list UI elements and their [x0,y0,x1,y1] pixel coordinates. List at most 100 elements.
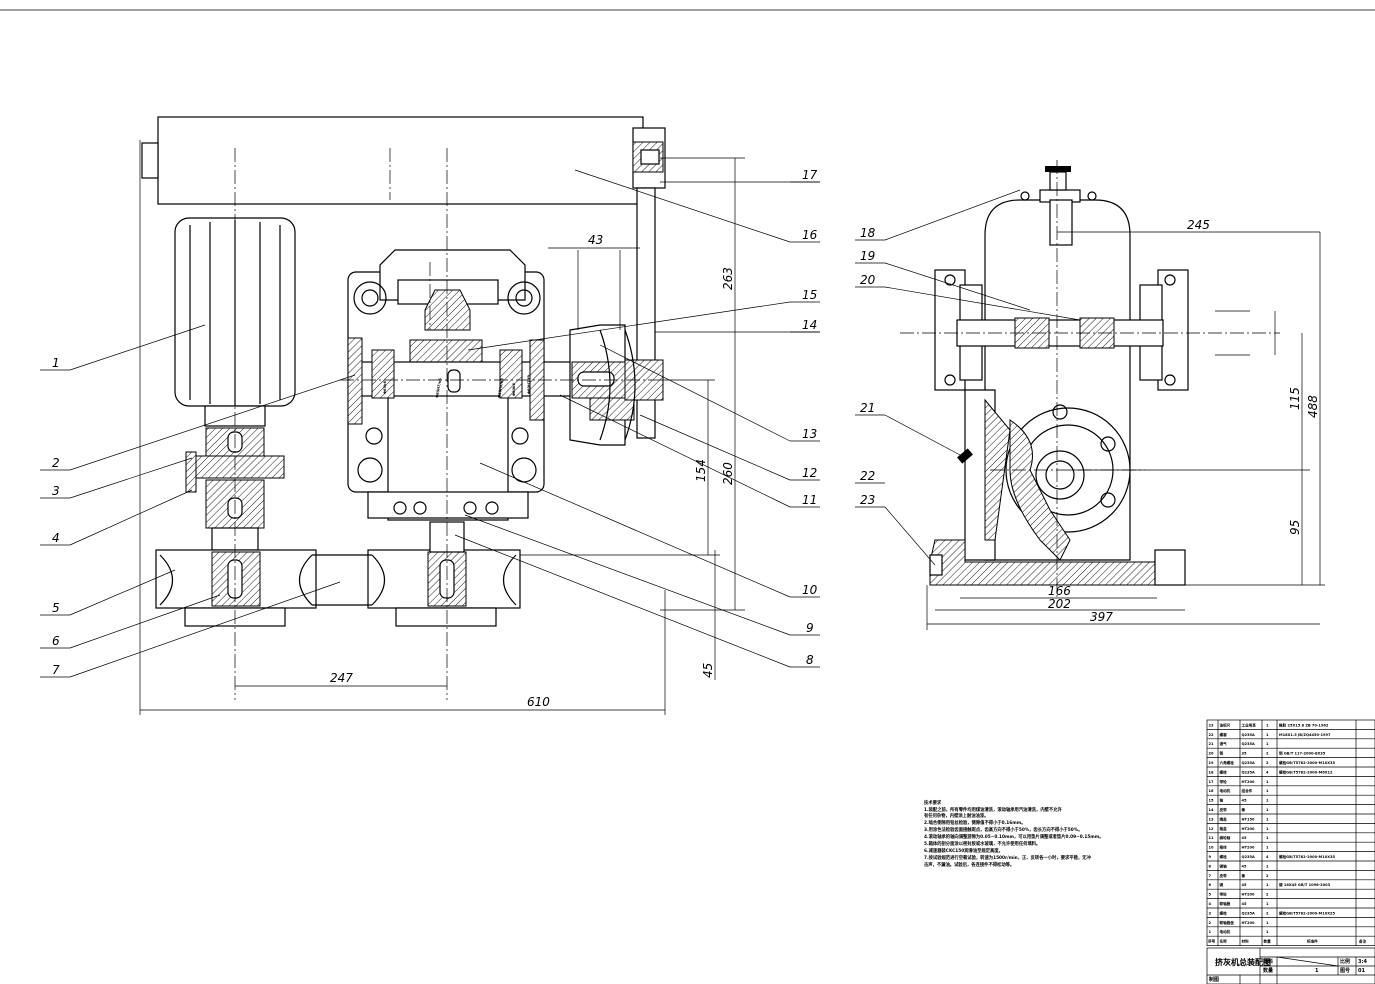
svg-text:01: 01 [1358,968,1365,974]
bom-header-remark: 备注 [1358,939,1367,944]
svg-text:制图: 制图 [1209,976,1219,983]
bom-name: 通气 [1220,741,1228,746]
bom-standard: 销 GB/T 117-2000-8X35 [1279,751,1326,756]
bom-no: 7 [1209,874,1212,878]
label-4: 4 [52,531,60,545]
bom-material: HT200 [1242,827,1255,831]
label-10: 10 [802,583,818,597]
bom-qty: 1 [1266,789,1269,793]
bom-material: Q235A [1242,761,1256,765]
bom-name: 油标尺 [1220,722,1231,727]
dim-45: 45 [701,663,715,678]
bom-no: 2 [1209,921,1212,925]
bom-no: 6 [1209,883,1212,887]
part-labels: 1 2 3 4 5 6 7 8 9 10 11 12 13 14 15 16 1… [52,168,876,677]
bom-material: 45 [1242,799,1248,803]
bom-no: 14 [1209,808,1215,812]
bom-qty: 1 [1266,846,1269,850]
bom-no: 5 [1209,893,1212,897]
bom-name: 箱体 [1220,845,1228,850]
svg-text:1: 1 [1315,968,1319,974]
bom-name: 带轮 [1220,779,1228,784]
bom-material: Q235A [1242,911,1256,915]
bom-qty: 1 [1266,902,1269,906]
bom-header-material: 材料 [1241,939,1250,944]
bom-name: 螺栓 [1220,910,1228,915]
bom-material: Q235A [1242,770,1256,774]
bom-material: HT200 [1242,780,1255,784]
bom-name: 电动机 [1220,788,1231,793]
label-12: 12 [802,466,817,480]
fit-3: Φ60k6 [512,383,516,396]
bom-standard: M18X1.5 JB/ZQ4450-1997 [1279,733,1331,737]
bom-qty: 1 [1266,817,1269,821]
svg-text:2.啮合侧隙用铅丝检验，侧隙值不得小于0.16mm。: 2.啮合侧隙用铅丝检验，侧隙值不得小于0.16mm。 [924,819,1026,826]
label-23: 23 [860,493,875,507]
bom-name: 六角螺栓 [1220,760,1235,765]
bom-qty: 2 [1266,893,1269,897]
fit-2: Φ60H8/h8 [497,377,504,398]
bom-name: 端盖 [1220,816,1228,821]
bom-name: 电动机 [1220,929,1231,934]
bom-material: 45 [1242,883,1248,887]
svg-text:7.按试验规范进行空载试验，转速为1500r/min，正、反: 7.按试验规范进行空载试验，转速为1500r/min，正、反转各一小时，要求平稳… [924,854,1091,861]
svg-text:击声，不漏油。试验后，各连接件不得松动等。: 击声，不漏油。试验后，各连接件不得松动等。 [924,861,1014,868]
bom-name: 联轴器盘 [1220,920,1235,925]
bom-no: 16 [1209,789,1215,793]
bom-standard: 螺栓GB/T5782-2000-M10X25 [1279,910,1335,915]
bom-material: HT200 [1242,893,1255,897]
dim-115: 115 [1288,387,1302,410]
label-18: 18 [860,226,876,240]
dim-610: 610 [527,695,550,709]
bom-name: 键 [1219,882,1224,887]
bom-header-no: 序号 [1208,939,1216,944]
label-15: 15 [802,288,817,302]
bom-name: 螺塞 [1220,732,1228,737]
bom-material: Q235A [1242,855,1256,859]
bom-material: 工业用革 [1242,722,1257,727]
bom-no: 21 [1209,742,1215,746]
svg-text:材料: 材料 [1263,958,1273,965]
label-14: 14 [802,318,817,332]
bom-header-name: 名称 [1220,939,1228,944]
svg-text:4.滚动轴承的轴向调整游隙为0.05~0.10mm，可以用垫: 4.滚动轴承的轴向调整游隙为0.05~0.10mm，可以用垫片调整或者垫片0.0… [924,833,1104,840]
bom-qty: 1 [1266,723,1269,727]
bom-qty: 1 [1266,808,1269,812]
svg-text:6.减速器装CKC150润滑油至规定高度。: 6.减速器装CKC150润滑油至规定高度。 [924,847,1003,854]
bom-material: HT150 [1242,817,1255,821]
label-13: 13 [802,427,817,441]
bom-no: 15 [1209,799,1215,803]
svg-text:1.装配之前，所有零件均用煤油清洗，滚动轴承用汽油清洗，内壁: 1.装配之前，所有零件均用煤油清洗，滚动轴承用汽油清洗，内壁不允许 [924,806,1063,813]
fit-4: Φ65k6 [383,381,387,394]
bom-no: 9 [1209,855,1212,859]
svg-text:比例: 比例 [1340,958,1350,965]
bom-qty: 2 [1266,874,1269,878]
dim-397: 397 [1090,610,1113,624]
bom-material: 45 [1242,836,1248,840]
technical-notes: 技术要求 1.装配之前，所有零件均用煤油清洗，滚动轴承用汽油清洗，内壁不允许 有… [924,799,1104,868]
leaders [40,169,1081,678]
dim-166: 166 [1048,584,1071,598]
notes-title: 技术要求 [924,799,942,806]
bom-qty: 1 [1266,827,1269,831]
dim-245: 245 [1187,218,1210,232]
bom-name: 皮带 [1219,873,1228,878]
dimensions: 247 610 43 263 154 260 45 245 115 488 95… [140,157,1325,711]
bom-material: Q235A [1242,742,1256,746]
svg-text:5.箱体的剖分面涂以密封胶或水玻璃，不允许使用任何填料。: 5.箱体的剖分面涂以密封胶或水玻璃，不允许使用任何填料。 [924,840,1040,847]
bom-qty: 2 [1266,761,1269,765]
bom-qty: 1 [1266,836,1269,840]
label-6: 6 [52,634,60,648]
label-20: 20 [860,273,876,287]
bom-no: 20 [1209,752,1215,756]
bom-material: 35 [1242,752,1248,756]
svg-text:3.用涂色法检验齿面接触斑点，齿高方向不得小于50%，齿长方: 3.用涂色法检验齿面接触斑点，齿高方向不得小于50%，齿长方向不得小于50%。 [924,826,1082,833]
bom-qty: 1 [1266,733,1269,737]
fit-1: Φ65H7/n6 [435,377,442,398]
bom-qty: 1 [1266,883,1269,887]
bom-qty: 2 [1266,911,1269,915]
svg-text:图号: 图号 [1340,967,1350,974]
bom-material: HT200 [1242,846,1255,850]
